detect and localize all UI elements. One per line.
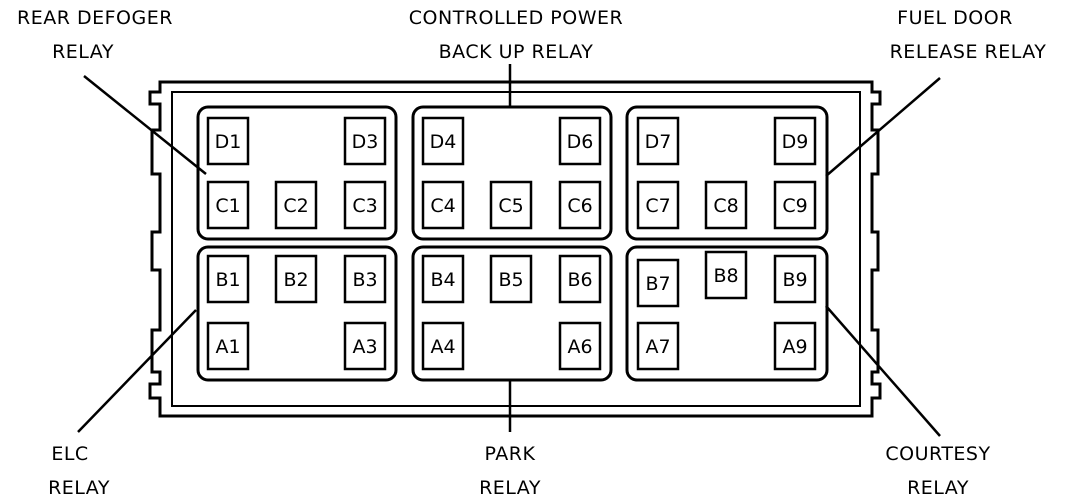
leader-fuel-door: [825, 77, 941, 177]
leader-courtesy: [825, 305, 941, 437]
pin-label: B6: [567, 269, 592, 291]
pin-c1: C1: [206, 180, 250, 230]
pin-label: B1: [215, 269, 240, 291]
relay-rear-defoger: D1 D3 C1 C2 C3: [196, 105, 398, 241]
relay-courtesy: B7 B8 B9 A7 A9: [625, 245, 829, 382]
pin-label: C8: [713, 195, 738, 217]
callout-line-2: RELAY: [48, 477, 110, 499]
leader-rear-defoger: [83, 75, 207, 175]
callout-elc: ELC RELAY: [48, 443, 110, 499]
pin-d9: D9: [773, 116, 817, 166]
callout-line-1: COURTESY: [885, 443, 990, 465]
pin-label: D6: [567, 131, 594, 153]
pin-label: D3: [352, 131, 379, 153]
pin-label: C6: [567, 195, 592, 217]
pin-b4: B4: [421, 254, 465, 304]
pin-d1: D1: [206, 116, 250, 166]
callout-line-2: RELEASE RELAY: [890, 41, 1047, 63]
pin-c7: C7: [636, 180, 680, 230]
callout-fuel-door: FUEL DOOR RELEASE RELAY: [890, 7, 1047, 63]
callout-line-1: REAR DEFOGER: [17, 7, 173, 29]
pin-label: A1: [215, 336, 240, 358]
pin-label: C3: [352, 195, 377, 217]
pin-a1: A1: [206, 321, 250, 371]
pin-label: A6: [567, 336, 592, 358]
pin-c8: C8: [704, 180, 748, 230]
callout-courtesy: COURTESY RELAY: [885, 443, 990, 499]
pin-label: A4: [430, 336, 455, 358]
pin-label: A3: [352, 336, 377, 358]
pin-c6: C6: [558, 180, 602, 230]
pin-label: A7: [645, 336, 670, 358]
pin-label: C5: [498, 195, 523, 217]
pin-c5: C5: [489, 180, 533, 230]
pin-a3: A3: [343, 321, 387, 371]
callout-line-2: BACK UP RELAY: [439, 41, 594, 63]
pin-c3: C3: [343, 180, 387, 230]
callout-line-1: FUEL DOOR: [897, 7, 1013, 29]
pin-b8: B8: [704, 250, 748, 300]
relay-elc: B1 B2 B3 A1 A3: [196, 245, 398, 382]
pin-b9: B9: [773, 254, 817, 304]
pin-label: B9: [782, 269, 807, 291]
pin-b5: B5: [489, 254, 533, 304]
callout-line-1: CONTROLLED POWER: [409, 7, 623, 29]
pin-label: A9: [782, 336, 807, 358]
callout-line-2: RELAY: [907, 477, 969, 499]
relay-center-housing: [148, 80, 882, 418]
pin-d6: D6: [558, 116, 602, 166]
pin-label: B8: [713, 265, 738, 287]
callout-park: PARK RELAY: [479, 443, 541, 499]
pin-d4: D4: [421, 116, 465, 166]
pin-c9: C9: [773, 180, 817, 230]
relay-fuel-door: D7 D9 C7 C8 C9: [625, 105, 829, 241]
callout-line-1: PARK: [485, 443, 536, 465]
pin-label: C4: [430, 195, 455, 217]
pin-a9: A9: [773, 321, 817, 371]
pin-b1: B1: [206, 254, 250, 304]
pin-label: B7: [645, 273, 670, 295]
callout-rear-defoger: REAR DEFOGER RELAY: [17, 7, 173, 63]
leader-elc: [77, 309, 197, 433]
callout-line-2: RELAY: [479, 477, 541, 499]
pin-b7: B7: [636, 258, 680, 308]
pin-d3: D3: [343, 116, 387, 166]
pin-label: D1: [215, 131, 242, 153]
pin-a6: A6: [558, 321, 602, 371]
leader-lines: [77, 64, 941, 437]
pin-label: B5: [498, 269, 523, 291]
relay-park: B4 B5 B6 A4 A6: [411, 245, 613, 382]
pin-label: C9: [782, 195, 807, 217]
pin-label: D7: [645, 131, 672, 153]
pin-label: C7: [645, 195, 670, 217]
relay-controlled-power: D4 D6 C4 C5 C6: [411, 105, 613, 241]
pin-a7: A7: [636, 321, 680, 371]
pin-label: B3: [352, 269, 377, 291]
pin-label: C1: [215, 195, 240, 217]
pin-label: C2: [283, 195, 308, 217]
pin-c2: C2: [274, 180, 318, 230]
pin-label: D4: [430, 131, 457, 153]
callout-line-2: RELAY: [52, 41, 114, 63]
pin-label: B2: [283, 269, 308, 291]
pin-label: B4: [430, 269, 455, 291]
pin-d7: D7: [636, 116, 680, 166]
pin-label: D9: [782, 131, 809, 153]
callout-line-1: ELC: [51, 443, 88, 465]
pin-b2: B2: [274, 254, 318, 304]
pin-b3: B3: [343, 254, 387, 304]
pin-c4: C4: [421, 180, 465, 230]
pin-b6: B6: [558, 254, 602, 304]
callout-controlled-power: CONTROLLED POWER BACK UP RELAY: [409, 7, 623, 63]
pin-a4: A4: [421, 321, 465, 371]
